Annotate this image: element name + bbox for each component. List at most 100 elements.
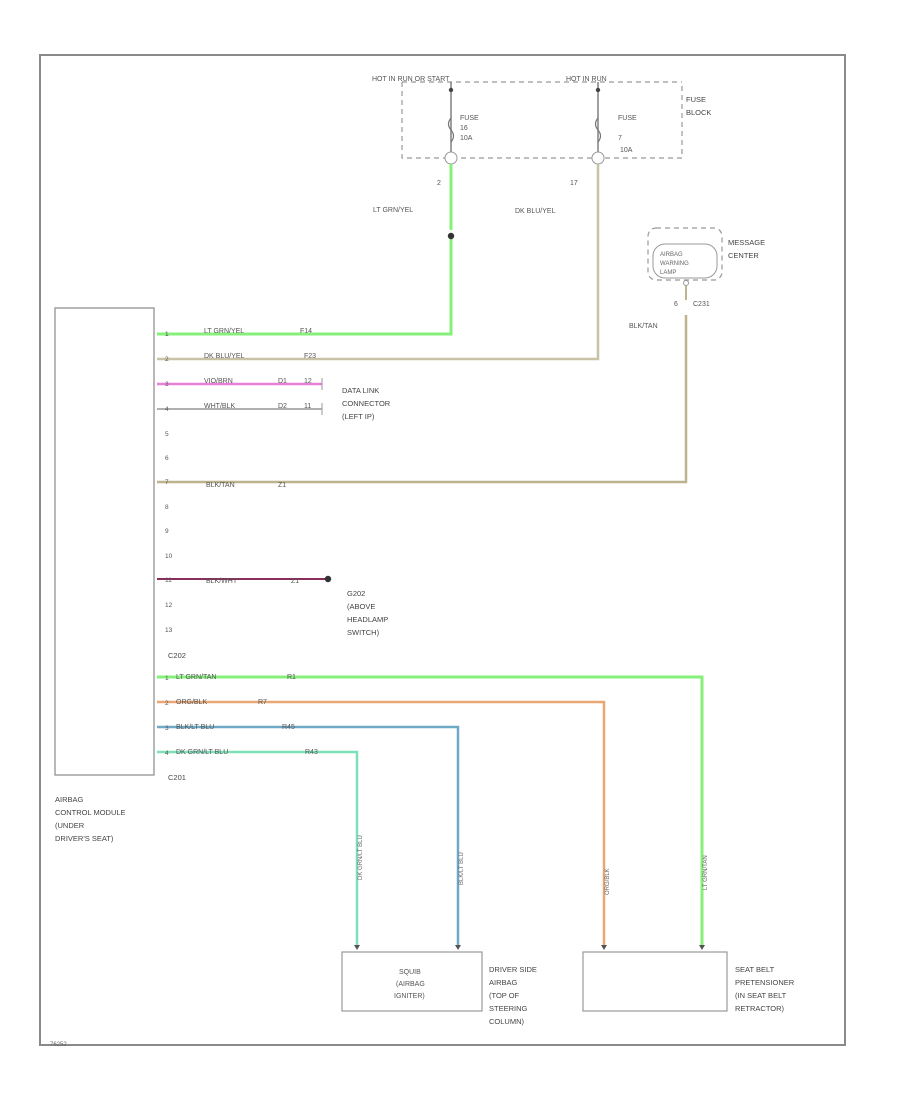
airbag-module-label-1: AIRBAG — [55, 795, 84, 804]
module-pins: 1 LT GRN/YEL F14 2 DK BLU/YEL F23 3 VIO/… — [165, 328, 316, 634]
pin-6-num: 6 — [165, 455, 169, 462]
pin-13-num: 13 — [165, 627, 173, 634]
c202-pin-2-num: 2 — [165, 700, 169, 707]
c201-pin-3-color: BLK/LT BLU — [176, 724, 214, 731]
pretensioner-label-1: SEAT BELT — [735, 965, 775, 974]
driver-airbag-label-5: COLUMN) — [489, 1017, 525, 1026]
c202-pin-2-circuit: R7 — [258, 699, 267, 706]
pretensioner-label-2: PRETENSIONER — [735, 978, 795, 987]
driver-airbag-label-4: STEERING — [489, 1004, 528, 1013]
pretensioner-label-4: RETRACTOR) — [735, 1004, 785, 1013]
wire-org-blk — [157, 700, 606, 945]
message-center-label-1: MESSAGE — [728, 238, 765, 247]
pin-4-color: WHT/BLK — [204, 403, 235, 410]
ground-label-2: (ABOVE — [347, 602, 375, 611]
airbag-module-label-2: CONTROL MODULE — [55, 808, 126, 817]
data-link-label-1: DATA LINK — [342, 386, 379, 395]
c202-pin-2-color: ORG/BLK — [176, 699, 207, 706]
pretensioner-label-3: (IN SEAT BELT — [735, 991, 787, 1000]
airbag-lamp-line3: LAMP — [660, 270, 676, 276]
pin-1-color: LT GRN/YEL — [204, 328, 244, 335]
pin-10-num: 10 — [165, 553, 173, 560]
hot-in-run-label: HOT IN RUN — [566, 76, 607, 83]
pin-7-circuit: Z1 — [278, 482, 286, 489]
pin-3-num: 3 — [165, 381, 169, 388]
fuse-7-number: 7 — [618, 135, 622, 142]
pin-12-num: 12 — [165, 602, 173, 609]
airbag-lamp-line2: WARNING — [660, 261, 689, 267]
pin-5-num: 5 — [165, 431, 169, 438]
squib-connector-arrows — [354, 945, 705, 950]
message-center-connector: C231 — [693, 301, 710, 308]
fuse-block-label-2: BLOCK — [686, 108, 711, 117]
ground-g202-dot — [324, 575, 332, 583]
airbag-module-label-4: DRIVER'S SEAT) — [55, 834, 114, 843]
message-center-label-2: CENTER — [728, 251, 759, 260]
squib-label-2: (AIRBAG — [396, 981, 425, 988]
driver-airbag-label-2: AIRBAG — [489, 978, 518, 987]
pin-2-color: DK BLU/YEL — [204, 353, 245, 360]
c201-pin-3-circuit: R45 — [282, 724, 295, 731]
ground-label-1: G202 — [347, 589, 365, 598]
wire-dk-blu-yel — [157, 164, 600, 361]
pin-2-circuit: F23 — [304, 353, 316, 360]
driver-airbag-label-3: (TOP OF — [489, 991, 520, 1000]
connector-c202: C202 — [168, 651, 186, 660]
wire-label-blk-tan-top: BLK/TAN — [629, 323, 658, 330]
pin-11-num: 11 — [165, 577, 172, 584]
pin-8-num: 8 — [165, 504, 169, 511]
airbag-lamp-line1: AIRBAG — [660, 252, 683, 258]
fuse-block-label-1: FUSE — [686, 95, 706, 104]
fuse-block: HOT IN RUN OR START HOT IN RUN FUSE 16 1… — [372, 76, 711, 187]
pin-11-circuit: Z1 — [291, 578, 299, 585]
pin-11-color: BLK/WHT — [206, 578, 238, 585]
pin-4-dlc-pin: 11 — [304, 403, 311, 410]
squib-label-3: IGNITER) — [394, 993, 425, 1000]
figure-id: 76252 — [50, 1042, 67, 1048]
ground-label-4: SWITCH) — [347, 628, 380, 637]
vertical-label-dk-grn-lt-blu: DK GRN/LT BLU — [358, 835, 364, 880]
squib-box — [341, 951, 483, 1012]
c202-pin-1-num: 1 — [165, 675, 169, 682]
fuse-7-label: FUSE — [618, 115, 637, 122]
c201-pin-3-num: 3 — [165, 725, 169, 732]
pin-2-num: 2 — [165, 356, 169, 363]
connector-c201: C201 — [168, 773, 186, 782]
pin-3-circuit: D1 — [278, 378, 287, 385]
vertical-label-blk-lt-blu: BLK/LT BLU — [459, 852, 465, 885]
vertical-label-lt-grn-tan: LT GRN/TAN — [703, 855, 709, 890]
wire-lt-grn-yel — [157, 164, 453, 336]
fuse-16-amps: 10A — [460, 135, 473, 142]
fuse-pin-2: 2 — [437, 180, 441, 187]
wire-label-lt-grn-yel-top: LT GRN/YEL — [373, 207, 413, 214]
wire-label-dk-blu-yel-top: DK BLU/YEL — [515, 208, 556, 215]
pin-1-num: 1 — [165, 331, 169, 338]
c202-pin-1-color: LT GRN/TAN — [176, 674, 216, 681]
pin-3-color: VIO/BRN — [204, 378, 233, 385]
squib-label-1: SQUIB — [399, 969, 421, 976]
wire-blk-lt-blu — [157, 725, 460, 945]
pretensioner-box — [582, 951, 728, 1012]
fuse-pin-17: 17 — [570, 180, 578, 187]
data-link-label-2: CONNECTOR — [342, 399, 391, 408]
pin-9-num: 9 — [165, 528, 169, 535]
pin-7-color: BLK/TAN — [206, 482, 235, 489]
c202-pin-1-circuit: R1 — [287, 674, 296, 681]
pin-4-circuit: D2 — [278, 403, 287, 410]
pin-7-num: 7 — [165, 479, 169, 486]
pin-1-circuit: F14 — [300, 328, 312, 335]
driver-airbag-label-1: DRIVER SIDE — [489, 965, 537, 974]
hot-in-run-or-start-label: HOT IN RUN OR START — [372, 76, 450, 83]
airbag-module-label-3: (UNDER — [55, 821, 85, 830]
c201-pin-4-color: DK GRN/LT BLU — [176, 749, 228, 756]
airbag-control-module-box — [54, 307, 155, 776]
wire-lt-grn-tan — [157, 675, 704, 945]
vertical-label-org-blk: ORG/BLK — [605, 868, 611, 895]
message-center-pin: 6 — [674, 301, 678, 308]
pin-4-num: 4 — [165, 406, 169, 413]
pin-3-dlc-pin: 12 — [304, 378, 312, 385]
splice-dot — [447, 232, 455, 240]
ground-label-3: HEADLAMP — [347, 615, 388, 624]
fuse-16-number: 16 — [460, 125, 468, 132]
